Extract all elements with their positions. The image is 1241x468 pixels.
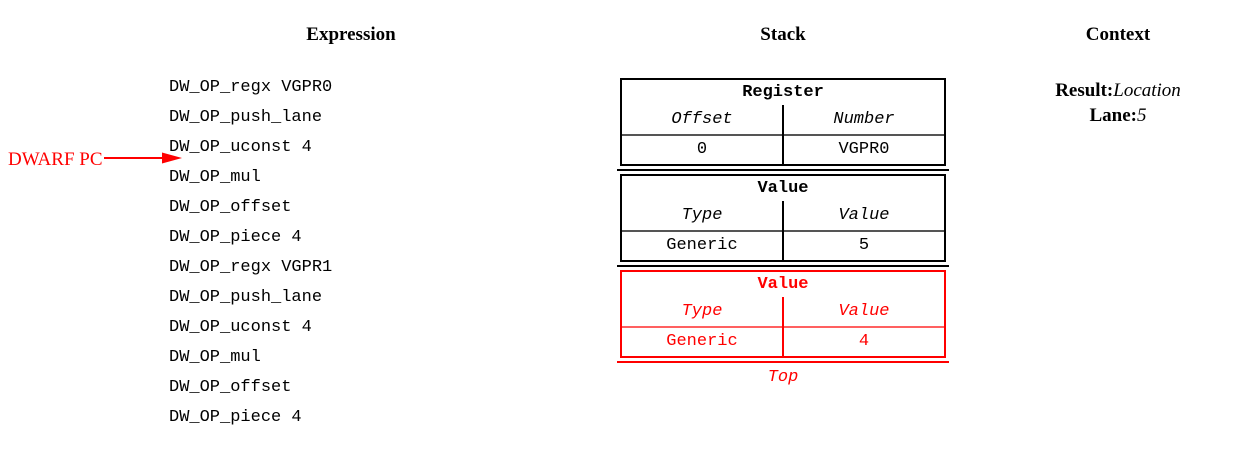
column-header-type: Type [621, 201, 784, 230]
expression-line: DW_OP_offset [169, 198, 292, 217]
stack-separator [617, 265, 949, 267]
table-row: 0 VGPR0 [621, 136, 945, 165]
stack-entry-register: Register Offset Number 0 VGPR0 [620, 78, 946, 166]
cell-type-value: Generic [621, 232, 784, 261]
header-rule-right [783, 134, 945, 136]
dwarf-pc-label: DWARF PC [8, 149, 103, 170]
cell-number-value: VGPR0 [838, 140, 890, 159]
context-value-lane: 5 [1137, 105, 1147, 126]
table-row: Generic 4 [621, 328, 945, 357]
expression-line: DW_OP_piece 4 [169, 228, 302, 247]
header-rule-left [621, 326, 784, 328]
column-header-value: Value [838, 206, 890, 225]
header-rule-left [621, 134, 784, 136]
expression-line: DW_OP_piece 4 [169, 408, 302, 427]
column-header-value: Value [838, 302, 890, 321]
context-row-result: Result:Location [1008, 78, 1228, 103]
expression-line: DW_OP_uconst 4 [169, 138, 312, 157]
stack-entry-value-top: Value Type Value Generic 4 [620, 270, 946, 358]
expression-line: DW_OP_regx VGPR1 [169, 258, 333, 277]
context-block: Result:Location Lane:5 [1008, 78, 1228, 128]
expression-line: DW_OP_mul [169, 168, 261, 187]
expression-line: DW_OP_regx VGPR0 [169, 78, 333, 97]
context-value-result: Location [1113, 80, 1181, 101]
stack-entry-title: Register [742, 83, 824, 102]
expression-line: DW_OP_push_lane [169, 288, 323, 307]
stack-separator [617, 169, 949, 171]
table-title-row: Value [621, 175, 945, 201]
header-rule [621, 134, 945, 136]
header-rule-right [783, 230, 945, 232]
stack-column-title: Stack [760, 24, 806, 45]
context-row-lane: Lane:5 [1008, 103, 1228, 128]
dwarf-pc-marker: DWARF PC [8, 147, 182, 173]
expression-line: DW_OP_push_lane [169, 108, 323, 127]
context-column-title: Context [1085, 24, 1151, 45]
table-header-row: Type Value [621, 201, 945, 230]
table-header-row: Offset Number [621, 105, 945, 134]
table-row: Generic 5 [621, 232, 945, 261]
cell-value-value: 4 [858, 332, 870, 351]
table-title-row: Value [621, 271, 945, 297]
expression-line: DW_OP_uconst 4 [169, 318, 312, 337]
header-rule-right [783, 326, 945, 328]
cell-value-value: 5 [858, 236, 870, 255]
header-rule [621, 230, 945, 232]
context-key-result: Result: [1055, 80, 1114, 101]
stack-top-label: Top [767, 368, 799, 387]
column-header-number: Number [833, 110, 895, 129]
stack-entry-title: Value [757, 275, 809, 294]
stack-top-separator [617, 361, 949, 363]
column-header-type: Type [621, 297, 784, 326]
stack-frames: Register Offset Number 0 VGPR0 Value Typ… [617, 78, 949, 389]
table-title-row: Register [621, 79, 945, 105]
stack-entry-title: Value [757, 179, 809, 198]
column-header-offset: Offset [621, 105, 784, 134]
expression-line: DW_OP_offset [169, 378, 292, 397]
arrow-right-icon [103, 151, 182, 170]
expression-listing: DW_OP_regx VGPR0 DW_OP_push_lane DW_OP_u… [169, 73, 332, 433]
stack-entry-value: Value Type Value Generic 5 [620, 174, 946, 262]
expression-line: DW_OP_mul [169, 348, 261, 367]
cell-offset-value: 0 [621, 136, 784, 165]
expression-column-title: Expression [306, 24, 396, 45]
table-header-row: Type Value [621, 297, 945, 326]
cell-type-value: Generic [621, 328, 784, 357]
context-key-lane: Lane: [1089, 105, 1138, 126]
header-rule [621, 326, 945, 328]
header-rule-left [621, 230, 784, 232]
